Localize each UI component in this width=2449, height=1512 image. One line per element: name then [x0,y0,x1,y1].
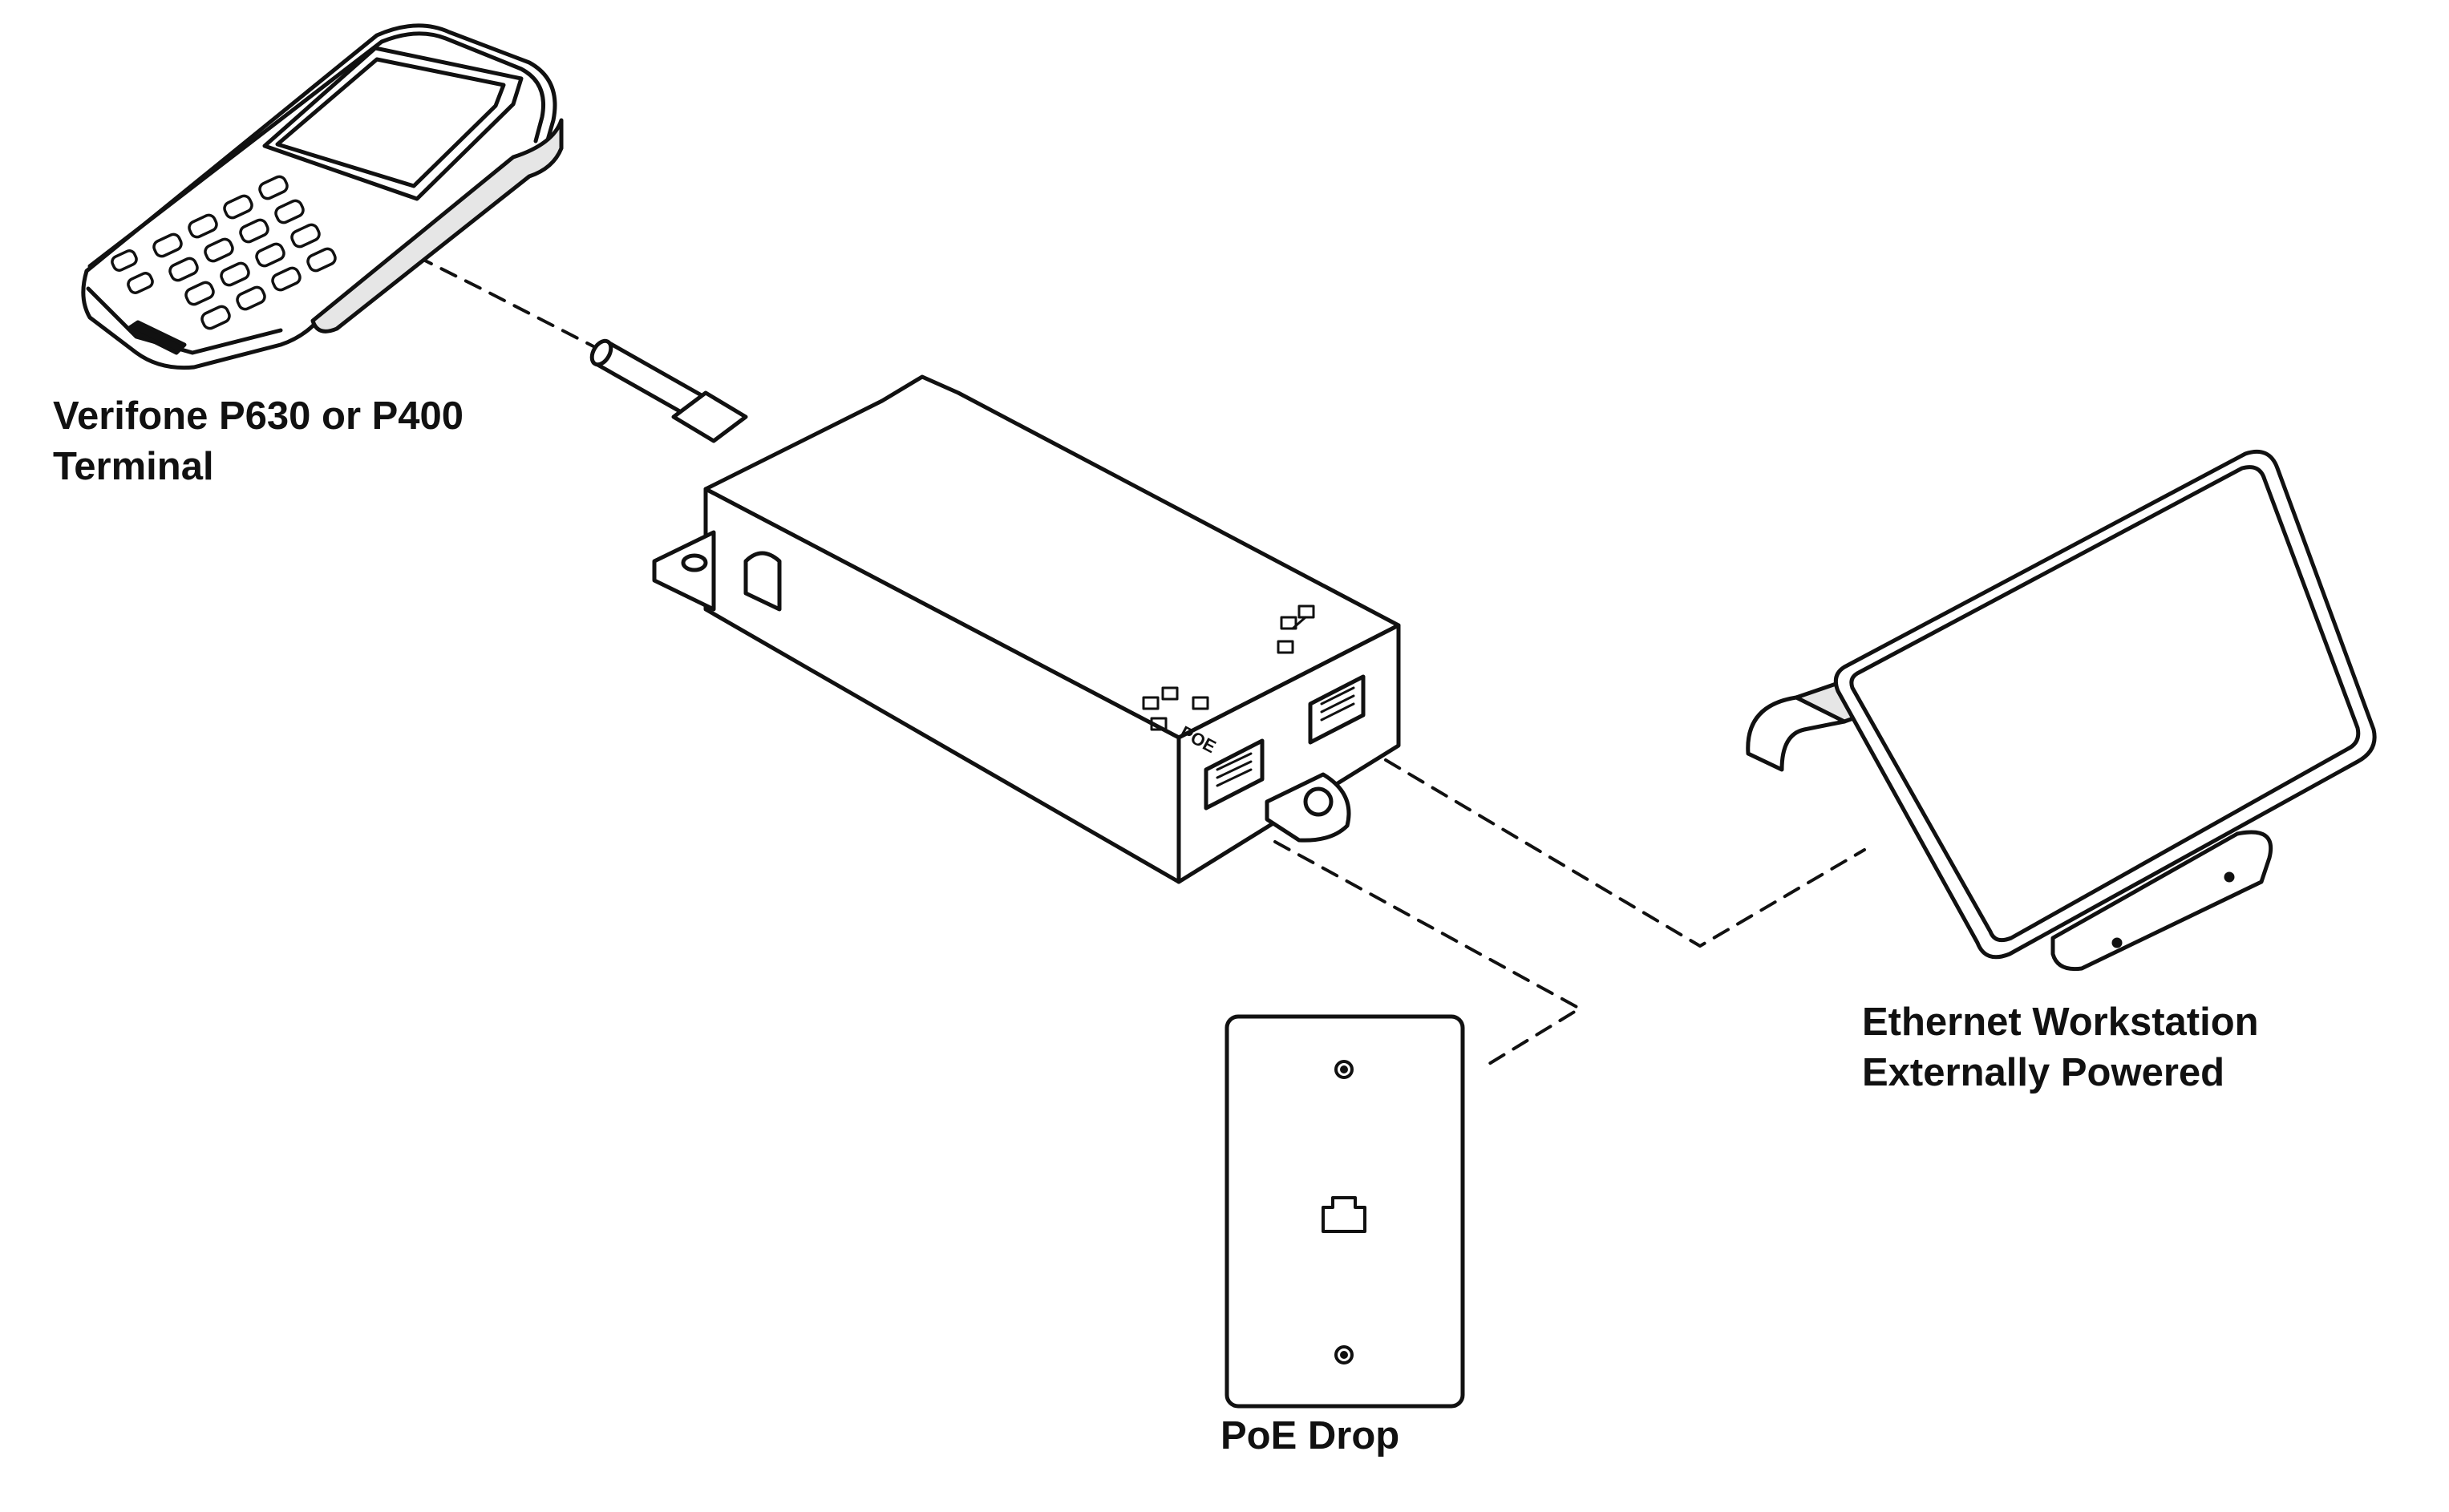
ethernet-workstation-illustration [1746,449,2377,972]
verifone-terminal-illustration [81,23,564,370]
terminal-top-face [87,31,545,269]
injector-strain-relief [671,390,748,443]
connection-lines [415,255,1866,1068]
terminal-card-slot [310,118,564,334]
wall-plate-screw-top [1334,1060,1354,1079]
poe-injector-illustration: POE [589,338,1401,884]
workstation-label-line2: Externally Powered [1862,1051,2225,1094]
injector-mount-tab-left [652,530,716,612]
poe-drop-label: PoE Drop [1220,1411,1399,1461]
network-icon-data [1277,604,1315,654]
injector-mount-hole-right [1303,786,1334,817]
injector-dc-jack [743,551,782,612]
injector-poe-port-inner [1216,752,1253,787]
workstation-screen-display [1849,465,2361,943]
terminal-label-line1: Verifone P630 or P400 [53,394,464,438]
workstation-cable-dashed-line [1384,758,1866,948]
terminal-label-line2: Terminal [53,445,214,488]
terminal-cable-dashed-line [415,255,595,348]
terminal-base-slot [126,320,187,355]
terminal-screen-inner [275,57,506,188]
network-icon-poe [1142,686,1209,731]
poe-drop-cable-dashed-line [1273,840,1581,1068]
injector-data-port-inner [1320,686,1355,722]
injector-cable-end [589,338,613,367]
wall-plate-screw-bottom [1334,1345,1354,1364]
workstation-indicator-light [2224,871,2235,883]
poe-drop-label-text: PoE Drop [1220,1414,1400,1457]
workstation-base [2050,830,2273,972]
injector-mount-hole-left [681,553,708,572]
rj45-jack-icon [1322,1196,1366,1233]
injector-poe-port [1204,738,1265,811]
workstation-label-line1: Ethernet Workstation [1862,1001,2259,1044]
injector-data-port [1308,674,1366,745]
terminal-label: Verifone P630 or P400 Terminal [53,391,463,492]
workstation-label: Ethernet Workstation Externally Powered [1862,997,2259,1098]
workstation-indicator-light-2 [2111,937,2123,948]
terminal-keypad [111,175,337,330]
poe-drop-illustration [1224,1014,1465,1409]
